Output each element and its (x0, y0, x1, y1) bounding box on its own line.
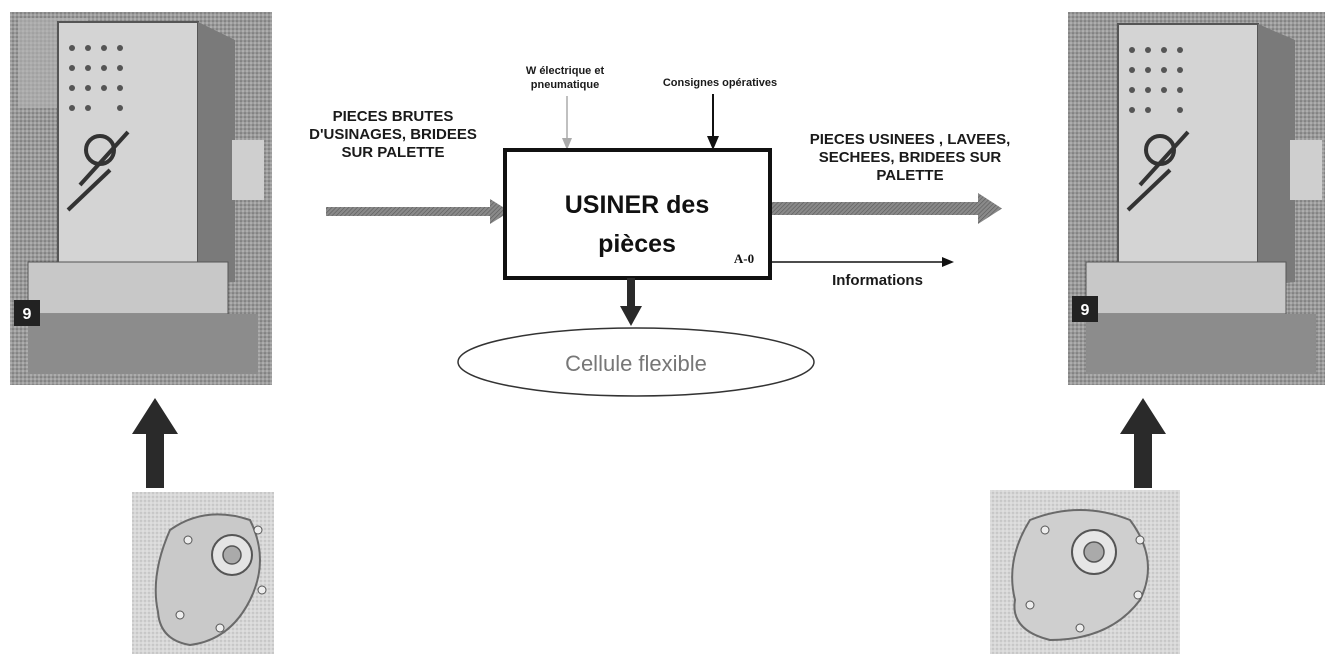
arrow-part-to-machine-left (132, 398, 178, 488)
output-label-line-3: PALETTE (876, 167, 944, 184)
mechanism-label: Cellule flexible (565, 351, 707, 376)
function-code: A-0 (734, 251, 754, 266)
machined-part-photo (990, 490, 1180, 654)
input-arrow (326, 199, 510, 224)
function-title-line2: pièces (598, 230, 676, 258)
energy-control-label: W électrique et pneumatique (495, 64, 635, 92)
output-label-line-1: PIECES USINEES , LAVEES, (809, 131, 1011, 148)
energy-control-arrow (562, 96, 572, 150)
input-label-line-3: SUR PALETTE (341, 144, 445, 161)
output-label-line-2: SECHEES, BRIDEES SUR (818, 149, 1002, 166)
pallet-number-left: 9 (23, 306, 32, 323)
input-label: PIECES BRUTES D'USINAGES, BRIDEES SUR PA… (268, 108, 518, 162)
input-label-line-2: D'USINAGES, BRIDEES (309, 126, 477, 143)
instructions-control-arrow (707, 94, 719, 150)
arrow-part-to-machine-right (1120, 398, 1166, 488)
machine-photo-right: 9 (1068, 12, 1325, 385)
function-box (503, 148, 772, 280)
raw-part-photo (132, 492, 274, 654)
instructions-control-label: Consignes opératives (662, 77, 778, 89)
function-title-line1: USINER des (565, 191, 709, 219)
energy-control-label-line-2: pneumatique (530, 79, 600, 91)
input-label-line-1: PIECES BRUTES (332, 108, 454, 125)
energy-control-label-line-1: W électrique et (525, 65, 605, 77)
information-arrow (770, 257, 954, 267)
mechanism-ellipse (457, 327, 815, 397)
pallet-number-right: 9 (1081, 302, 1090, 319)
output-arrow (770, 193, 1002, 224)
information-label: Informations (832, 272, 923, 289)
machine-photo-left: 9 (10, 12, 272, 385)
mechanism-arrow (620, 278, 642, 326)
output-label: PIECES USINEES , LAVEES, SECHEES, BRIDEE… (770, 131, 1050, 185)
